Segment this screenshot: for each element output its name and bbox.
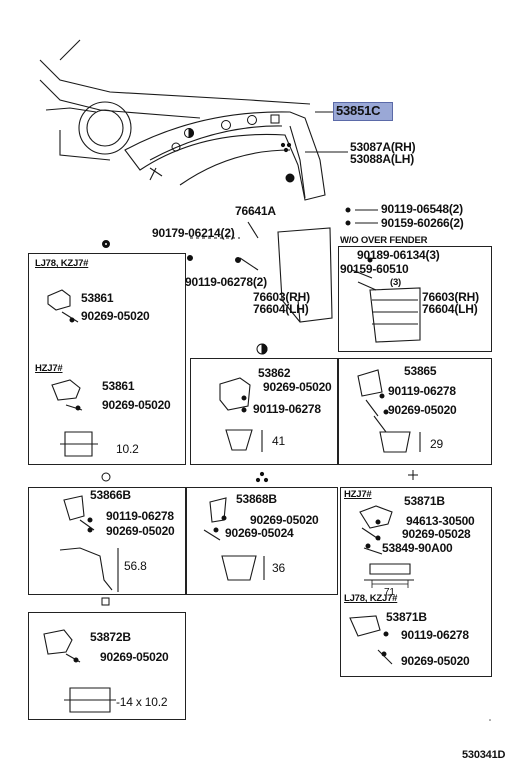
wheel-arch (78, 101, 132, 155)
main-part-highlight[interactable] (333, 102, 393, 121)
part-53861-b[interactable]: 53861 (102, 379, 135, 393)
part-90119-06278-g[interactable]: 90119-06278 (401, 628, 469, 642)
bracket-53866b-rod (59, 547, 113, 591)
box-53871b (340, 487, 492, 677)
box-53868b (186, 487, 338, 595)
part-90159-60510[interactable]: 90159-60510 (340, 262, 409, 276)
part-76604-a[interactable]: 76604(LH) (253, 302, 309, 316)
part-53087a[interactable]: 53087A(RH) (350, 140, 416, 154)
part-90269-05020-b[interactable]: 90269-05020 (102, 398, 171, 412)
part-94613-30500[interactable]: 94613-30500 (406, 514, 475, 528)
part-90119-06278-2[interactable]: 90119-06278(2) (185, 275, 267, 289)
box-a-model-tag-1: LJ78, KZJ7# (35, 258, 89, 269)
part-90269-05020-e[interactable]: 90269-05020 (106, 524, 175, 538)
bracket-53862-flat (225, 429, 253, 451)
bracket-53861-flat (64, 431, 93, 457)
box-wo-over-fender (338, 246, 492, 352)
bracket-53865 (357, 369, 383, 397)
box-e-dimension: 36 (272, 561, 285, 575)
part-53868b[interactable]: 53868B (236, 492, 277, 506)
box-f-model-tag-2: LJ78, KZJ7# (344, 593, 398, 604)
box-53862 (190, 358, 338, 465)
catalog-code: 530341D (462, 749, 506, 761)
box-lj78-hzj7-53861 (28, 253, 186, 465)
bracket-53862 (219, 377, 251, 411)
part-90119-06278-c[interactable]: 90119-06278 (253, 402, 321, 416)
marker-dots-a (259, 471, 265, 477)
part-53871b-b[interactable]: 53871B (386, 610, 427, 624)
part-76603-b[interactable]: 76603(RH) (422, 290, 479, 304)
part-90119-06278-d[interactable]: 90119-06278 (388, 384, 456, 398)
bracket-53871b-b (349, 615, 381, 637)
part-76604-b[interactable]: 76604(LH) (422, 302, 478, 316)
part-53849-90a00[interactable]: 53849-90A00 (382, 541, 453, 555)
box-a-model-tag-2: HZJ7# (35, 363, 63, 374)
part-53866b[interactable]: 53866B (90, 488, 131, 502)
bracket-53861-b (51, 379, 81, 401)
bracket-53872b (43, 629, 73, 655)
marker-cross (408, 470, 418, 480)
part-90189-06134[interactable]: 90189-06134(3) (357, 248, 440, 262)
part-90119-06278-e[interactable]: 90119-06278 (106, 509, 174, 523)
box-g-dimension: -14 x 10.2 (116, 695, 168, 709)
bracket-53865-flat (379, 431, 411, 453)
marker-half-circle (261, 343, 268, 355)
bracket-53868b-flat (221, 555, 257, 581)
part-76641a[interactable]: 76641A (235, 204, 276, 218)
box-a-dimension: 10.2 (116, 442, 139, 456)
part-90269-05020-g[interactable]: 90269-05020 (401, 654, 470, 668)
bracket-53872b-flat (69, 687, 111, 713)
box-c-dimension: 29 (430, 437, 443, 451)
part-90269-05020-d[interactable]: 90269-05020 (388, 403, 457, 417)
part-76603-a[interactable]: 76603(RH) (253, 290, 310, 304)
mudguard (277, 227, 333, 323)
bracket-53861-a (47, 289, 71, 311)
box-53865 (338, 358, 492, 465)
vehicle-body-outline (39, 59, 311, 105)
box-b-dimension: 41 (272, 434, 285, 448)
part-53865[interactable]: 53865 (404, 364, 437, 378)
box-53872b (28, 612, 186, 720)
part-90269-05020-c[interactable]: 90269-05020 (263, 380, 332, 394)
part-53872b[interactable]: 53872B (90, 630, 131, 644)
fender-flare (124, 111, 326, 201)
part-90269-05028[interactable]: 90269-05028 (402, 527, 471, 541)
bracket-53871b-a (359, 505, 393, 529)
marker-ring (101, 472, 111, 482)
part-53861-a[interactable]: 53861 (81, 291, 114, 305)
part-90179-06214[interactable]: 90179-06214(2) (152, 226, 235, 240)
main-part-label[interactable]: 53851C (336, 103, 381, 118)
part-90159-60266[interactable]: 90159-60266(2) (381, 216, 464, 230)
part-90269-05020-f[interactable]: 90269-05020 (250, 513, 319, 527)
box-d-dimension: 56.8 (124, 559, 147, 573)
part-90269-05020-a[interactable]: 90269-05020 (81, 309, 150, 323)
bracket-53866b (63, 495, 85, 521)
quantity-3: (3) (390, 277, 402, 288)
marker-square (101, 597, 110, 606)
box-f-dimension: 71 (384, 587, 395, 598)
mudguard-inset (369, 287, 421, 343)
part-90269-05024[interactable]: 90269-05024 (225, 526, 294, 540)
box-53866b (28, 487, 186, 595)
box-f-model-tag-1: HZJ7# (344, 489, 372, 500)
part-53088a[interactable]: 53088A(LH) (350, 152, 415, 166)
part-90269-05020-h[interactable]: 90269-05020 (100, 650, 169, 664)
part-53871b-a[interactable]: 53871B (404, 494, 445, 508)
bracket-53871b-flat (369, 563, 411, 575)
wo-over-fender-caption: W/O OVER FENDER (340, 235, 428, 246)
part-90119-06548[interactable]: 90119-06548(2) (381, 202, 463, 216)
part-53862[interactable]: 53862 (258, 366, 291, 380)
